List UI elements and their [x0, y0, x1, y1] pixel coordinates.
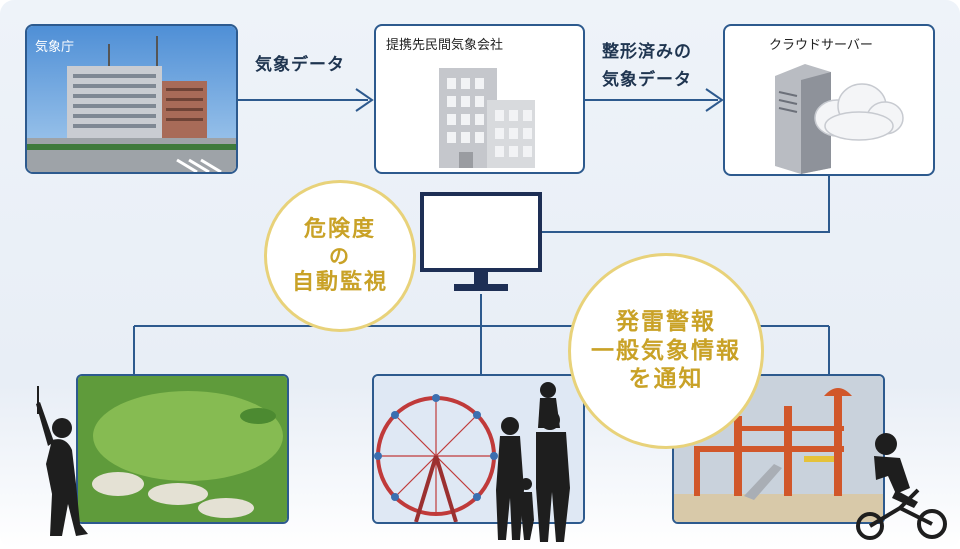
cloud-server-node: クラウドサーバー [723, 24, 935, 176]
notification-line2: 一般気象情報 [591, 337, 741, 364]
flow-label-formatted-line1: 整形済みの [602, 42, 692, 62]
auto-monitoring-line2: の [329, 243, 351, 268]
golf-course-photo [76, 374, 289, 524]
auto-monitoring-line3: 自動監視 [291, 269, 388, 295]
notification-badge: 発雷警報 一般気象情報 を通知 [568, 253, 764, 449]
monitor-icon [420, 192, 542, 291]
jma-node: 気象庁 [25, 24, 238, 174]
server-icon [775, 64, 831, 174]
notification-line1: 発雷警報 [616, 308, 716, 335]
jma-building-photo [27, 26, 236, 172]
company-label: 提携先民間気象会社 [386, 38, 504, 53]
notification-line3: を通知 [628, 366, 704, 393]
child-bike-silhouette-icon [856, 433, 947, 540]
cloud-icon [814, 83, 904, 141]
golfer-silhouette-icon [36, 386, 88, 536]
family-silhouette-icon [496, 382, 570, 542]
auto-monitoring-line1: 危険度 [303, 217, 376, 242]
flow-label-formatted-data: 整形済みの 気象データ [602, 38, 692, 94]
flow-label-formatted-line2: 気象データ [602, 70, 692, 90]
cloud-server-label: クラウドサーバー [769, 38, 873, 53]
office-building-icon [439, 68, 535, 168]
jma-label: 気象庁 [35, 40, 75, 55]
flow-label-weather-data: 気象データ [255, 55, 345, 75]
company-node: 提携先民間気象会社 [374, 24, 585, 174]
auto-monitoring-badge: 危険度 の 自動監視 [264, 180, 416, 332]
